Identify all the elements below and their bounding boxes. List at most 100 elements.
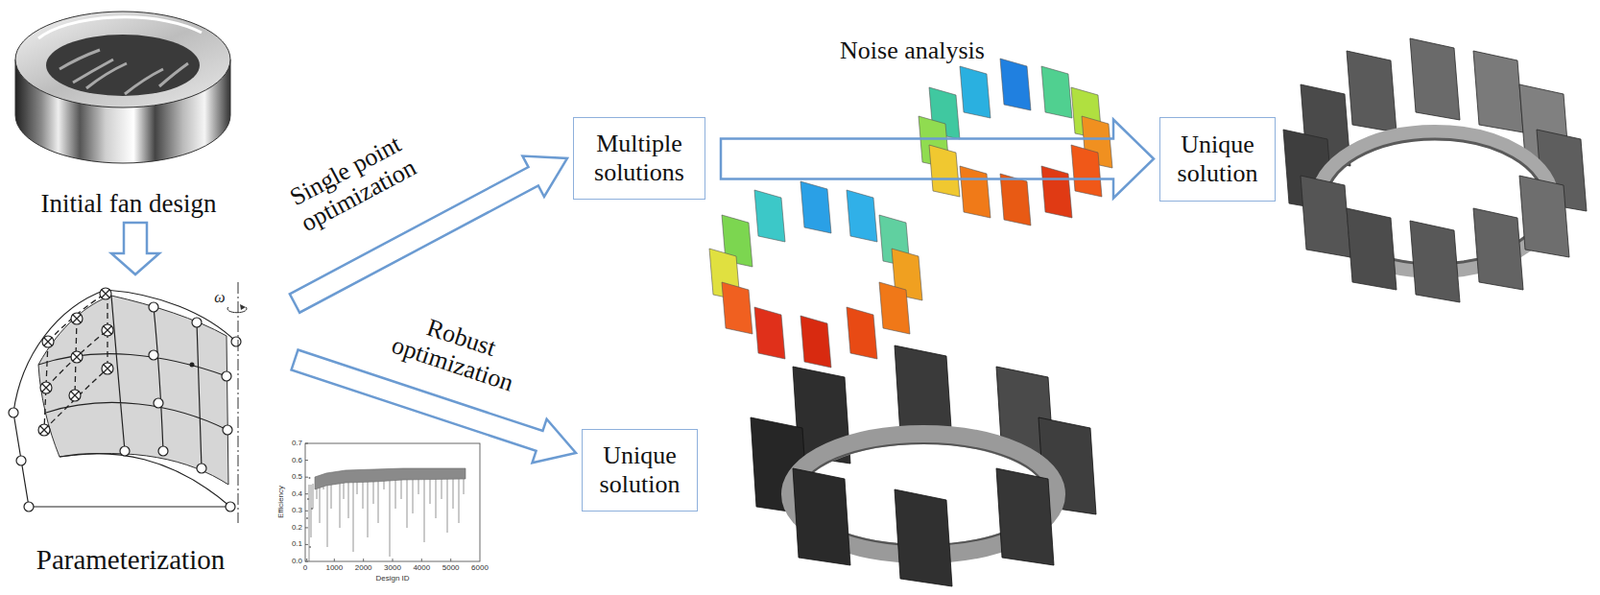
control-point <box>99 287 112 300</box>
tick-label: 0.6 <box>291 456 303 465</box>
solution-box: Unique solution <box>1159 117 1276 202</box>
chart-dot <box>307 498 310 501</box>
tick-label: 0.2 <box>291 524 303 532</box>
fixed-point <box>222 425 233 435</box>
fixed-point <box>225 501 236 512</box>
edge-label: Noise analysis <box>839 36 985 65</box>
blade <box>792 468 851 566</box>
blade <box>846 190 878 242</box>
fixed-point <box>16 455 26 466</box>
tick-label: 0.3 <box>291 506 303 515</box>
tick-label: 2000 <box>355 564 373 573</box>
tick-label: 0 <box>303 564 308 573</box>
blade <box>1071 144 1102 197</box>
blade <box>754 190 786 242</box>
tick-label: 5000 <box>442 564 460 573</box>
chart-dot <box>306 558 309 561</box>
blade <box>1041 166 1073 218</box>
optimized-fan <box>1283 38 1587 303</box>
blade <box>959 66 991 119</box>
rotation-axis <box>238 282 239 524</box>
node-text: Unique solution <box>1168 130 1267 189</box>
blade <box>1473 50 1524 133</box>
fixed-point <box>231 336 241 347</box>
chart-dots <box>306 477 314 561</box>
fixed-point <box>8 407 19 418</box>
figure-panel: Initial fan design <box>7 0 250 219</box>
blade <box>1300 175 1351 258</box>
chart-band <box>314 468 466 490</box>
fan-inlet <box>46 34 200 96</box>
control-point <box>71 312 83 325</box>
control-point <box>38 424 50 436</box>
block-arrow <box>720 119 1154 199</box>
efficiency-chart <box>305 443 480 562</box>
fixed-point <box>221 371 232 382</box>
fixed-point <box>148 350 159 360</box>
chart-spikes <box>309 478 464 562</box>
control-point <box>42 335 54 348</box>
blade-surface <box>38 295 229 485</box>
tick-label: 3000 <box>383 564 402 573</box>
control-polygon <box>44 293 108 430</box>
fan-rim-highlight <box>38 17 202 39</box>
solution-box: Multiple solutions <box>573 117 706 200</box>
node-text: Unique solution <box>590 441 690 500</box>
rotation-arrowhead <box>239 304 246 311</box>
blade <box>800 315 832 368</box>
tick-label: 1000 <box>325 564 343 573</box>
control-point <box>69 389 81 402</box>
blade <box>1519 175 1570 258</box>
fan-shroud-top <box>15 11 231 108</box>
chart-dot <box>309 477 311 479</box>
blade <box>1346 208 1397 290</box>
robust-fan <box>750 345 1097 587</box>
fixed-point <box>196 463 207 474</box>
blade <box>1409 38 1460 120</box>
fixed-point <box>23 501 34 512</box>
node-text: Initial fan design <box>41 189 217 219</box>
blade <box>959 166 991 218</box>
control-point <box>101 324 114 336</box>
fixed-point <box>119 446 130 456</box>
blade <box>1000 173 1031 226</box>
blade <box>879 282 910 335</box>
fixed-point <box>153 398 164 408</box>
axis-title: Efficiency <box>277 485 286 519</box>
tick-label: 0.7 <box>291 439 303 448</box>
control-point <box>71 351 83 363</box>
blade <box>1041 66 1073 119</box>
tick-label: 0.1 <box>291 540 303 549</box>
control-point <box>40 382 52 394</box>
node-text: Multiple solutions <box>581 129 697 188</box>
fixed-point <box>148 302 159 312</box>
blade <box>846 307 878 359</box>
blade <box>1000 58 1031 111</box>
blade <box>929 144 960 197</box>
tick-label: 0.4 <box>291 490 303 499</box>
blade <box>1409 220 1460 303</box>
control-point <box>101 362 114 375</box>
tick-label: 6000 <box>471 564 489 573</box>
fixed-points <box>8 302 241 512</box>
point-dot <box>190 362 195 368</box>
tick-label: 4000 <box>412 564 430 573</box>
initial-fan-illustration <box>15 11 231 164</box>
fixed-point <box>158 446 168 456</box>
blade <box>754 307 786 359</box>
fixed-point <box>191 317 202 328</box>
fan-inner-blades <box>59 49 189 95</box>
blade <box>800 181 832 234</box>
blade <box>721 282 753 335</box>
chart-dot <box>306 517 309 520</box>
axis-title: Design ID <box>375 574 409 583</box>
edge-label: Robust optimization <box>375 300 539 402</box>
chart-dot <box>310 507 313 510</box>
solution-box: Unique solution <box>581 429 698 512</box>
noise-contour-fan <box>709 181 923 368</box>
noise-contour-fan <box>918 58 1113 226</box>
blade <box>1346 50 1397 133</box>
chart-frame <box>305 443 480 562</box>
node-text: Parameterization <box>36 544 225 576</box>
blade <box>1473 208 1524 290</box>
